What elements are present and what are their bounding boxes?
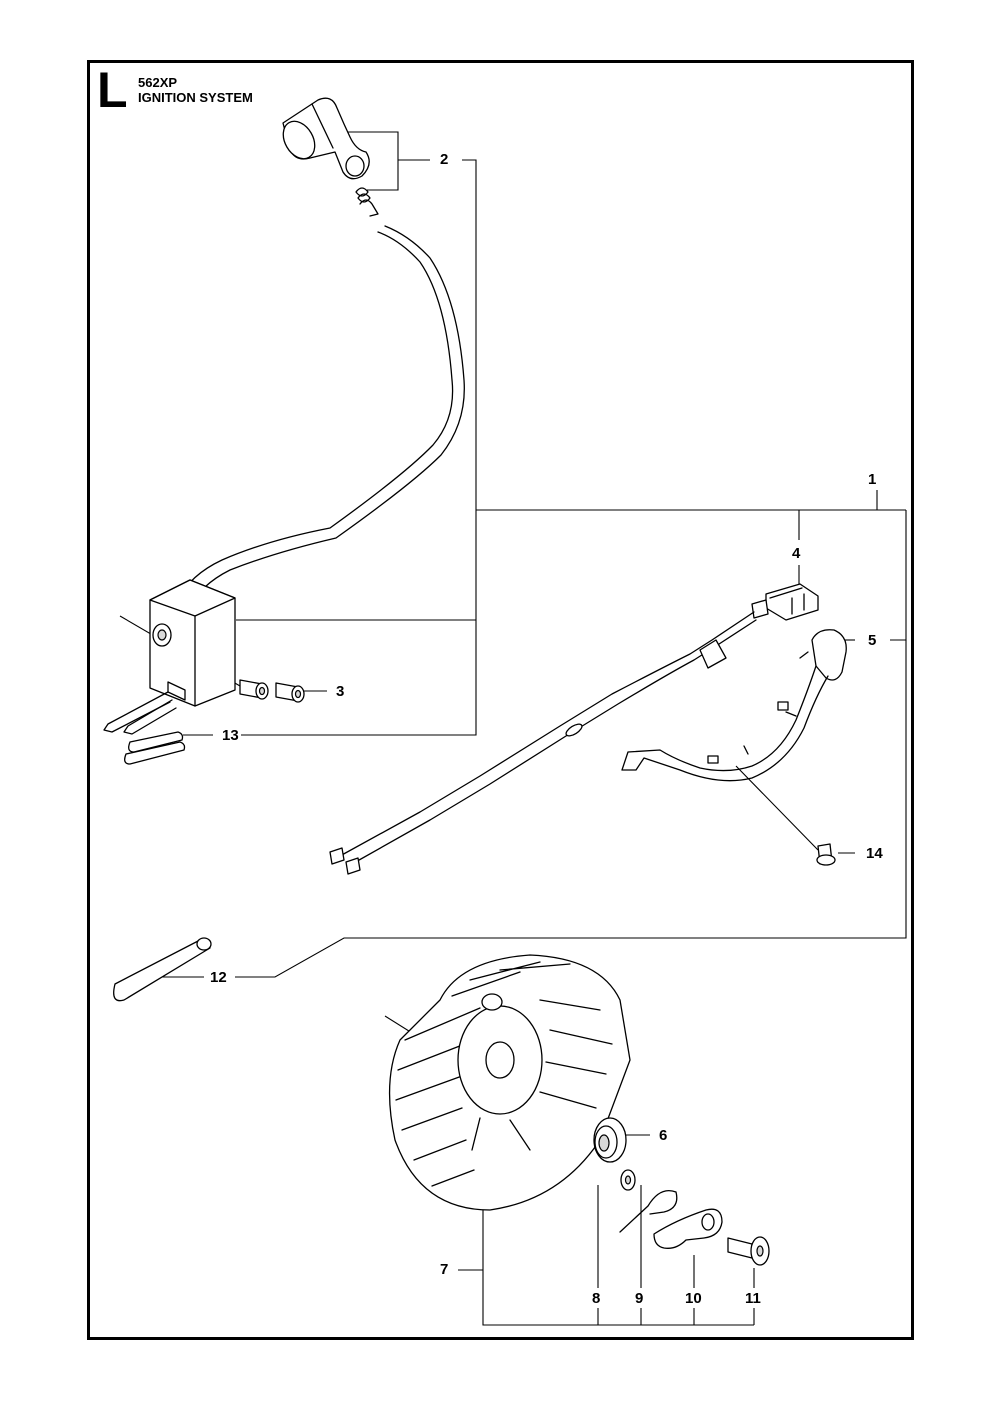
callout-7: 7 [438,1261,451,1278]
ignition-lead [177,225,465,609]
callout-10: 10 [683,1290,704,1307]
washer [620,1169,636,1191]
flywheel-nut [593,1117,627,1163]
page-title: IGNITION SYSTEM [138,90,253,105]
mounting-screws [239,679,305,703]
callout-11: 11 [743,1290,763,1307]
callout-6: 6 [657,1127,670,1144]
callout-1: 1 [866,471,879,488]
ignition-module [103,579,236,735]
insulation-sleeves [124,731,186,765]
callout-13: 13 [220,727,241,744]
spring-contact [355,187,379,217]
cable-holder [621,629,847,782]
callout-14: 14 [864,845,885,862]
callout-8: 8 [590,1290,603,1307]
holder-screw [816,843,836,866]
starter-pawl [653,1208,723,1249]
pawl-screw [727,1236,770,1266]
callout-2: 2 [438,151,451,168]
page-frame [87,60,914,1340]
callout-4: 4 [790,545,803,562]
flywheel [388,954,631,1211]
sleeve [113,937,212,1002]
spark-plug-cap [282,97,370,180]
model-name: 562XP [138,75,178,90]
callout-5: 5 [866,632,879,649]
callout-3: 3 [334,683,347,700]
section-letter: L [97,62,128,118]
callout-9: 9 [633,1290,646,1307]
pawl-spring [619,1189,678,1233]
page-header: 562XP IGNITION SYSTEM [138,75,253,105]
callout-12: 12 [208,969,229,986]
wiring-harness [329,583,819,875]
